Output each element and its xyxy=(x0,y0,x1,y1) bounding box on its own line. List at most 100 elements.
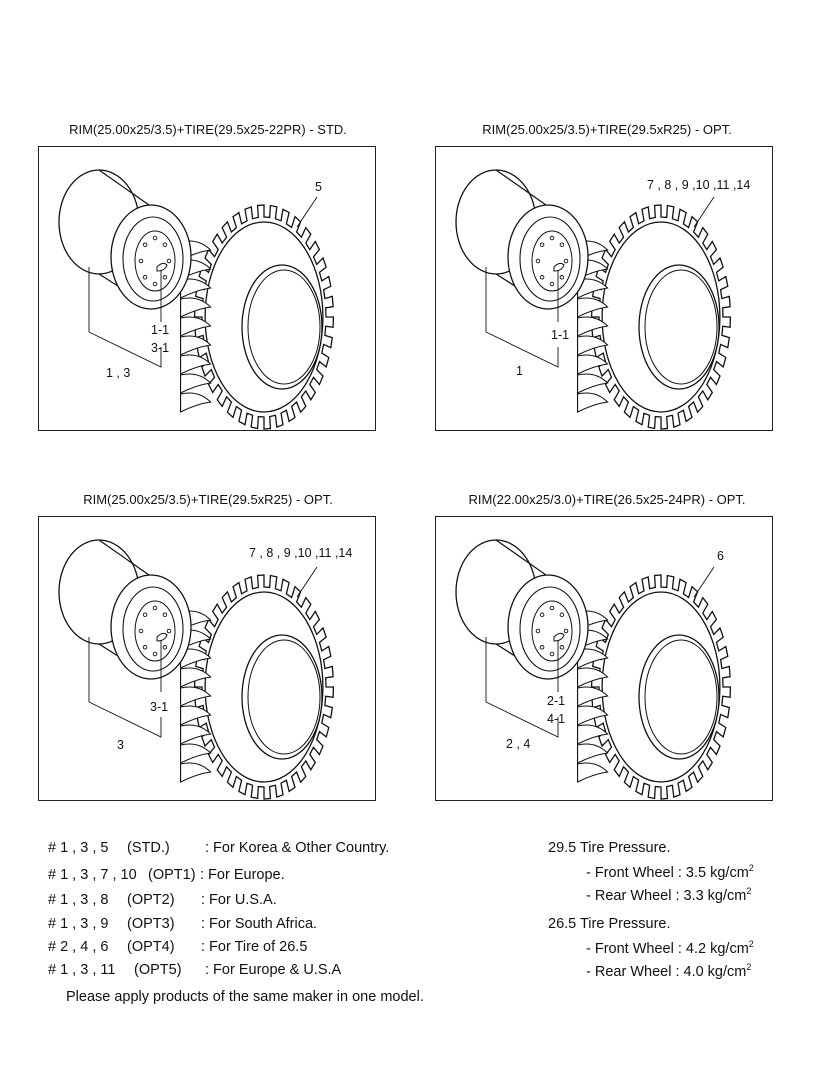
valve-part-label: 3-1 xyxy=(151,341,170,355)
legend-option: (OPT1) xyxy=(148,867,196,883)
rim-leader xyxy=(88,267,162,368)
tire-bead xyxy=(241,634,323,760)
valve-part-label: 1-1 xyxy=(551,328,570,342)
tire-leader xyxy=(296,196,318,228)
rim-bolt-hole xyxy=(539,242,545,247)
rim-leader xyxy=(485,267,559,368)
leader-lines xyxy=(485,196,715,368)
legend-option: (OPT2) xyxy=(127,892,175,908)
rim-bolt-hole xyxy=(549,605,555,611)
legend-row: # 1 , 3 , 5 (STD.) : For Korea & Other C… xyxy=(48,840,488,860)
rim-drawing xyxy=(58,539,192,680)
tire-lug xyxy=(180,762,212,783)
tire-lug xyxy=(180,724,212,745)
rim-leader xyxy=(88,637,162,738)
wheel-assembly-drawing xyxy=(58,539,335,800)
rim-bolt-hole xyxy=(559,612,565,617)
pressure-unit-exponent: 2 xyxy=(746,962,752,972)
rim-bolt-hole xyxy=(535,258,541,264)
pressure-unit-exponent: 2 xyxy=(748,863,754,873)
tire-lug xyxy=(180,335,212,356)
rim-drawing xyxy=(455,539,589,680)
wheel-assembly-drawing xyxy=(455,539,732,800)
tire-bead-inner xyxy=(644,269,718,385)
rim-drawing xyxy=(58,169,192,310)
legend-option: (OPT5) xyxy=(134,962,182,978)
tire-leader xyxy=(693,196,715,228)
legend-code: # 1 , 3 , 11 xyxy=(48,962,116,978)
legend-description: : For Tire of 26.5 xyxy=(201,939,308,955)
pressure-text: - Rear Wheel : 4.0 kg/cm xyxy=(586,964,747,980)
tire-part-label: 7 , 8 , 9 ,10 ,11 ,14 xyxy=(647,178,751,192)
rim-part-label: 1 , 3 xyxy=(106,366,131,380)
rim-bolt-hole xyxy=(138,258,144,264)
tire-lug xyxy=(180,297,212,318)
valve-stem xyxy=(553,632,565,642)
tire-lug xyxy=(180,667,212,688)
rim-bolt-hole xyxy=(539,275,545,280)
rim-bolt-hole xyxy=(142,612,148,617)
rim-drawing xyxy=(455,169,589,310)
rim-disc xyxy=(122,586,184,672)
valve-stem xyxy=(553,262,565,272)
pressure-text: - Front Wheel : 4.2 kg/cm xyxy=(586,941,749,957)
pressure-unit-exponent: 2 xyxy=(746,886,752,896)
rim-hub xyxy=(531,600,573,662)
rim-hub xyxy=(134,600,176,662)
tire-drawing xyxy=(577,204,732,430)
valve-part-label: 3-1 xyxy=(150,700,169,714)
rim-bolt-hole xyxy=(142,645,148,650)
tire-drawing xyxy=(577,574,732,800)
legend-row: # 1 , 3 , 7 , 10 (OPT1) : For Europe. xyxy=(48,867,488,887)
pressure-unit-exponent: 2 xyxy=(748,939,754,949)
legend-description: : For Europe. xyxy=(200,867,285,883)
tire-part-label: 6 xyxy=(717,549,724,563)
legend-description: : For South Africa. xyxy=(201,916,318,932)
tire-leader xyxy=(296,566,318,598)
rim-bolt-hole xyxy=(162,612,168,617)
legend-row: # 2 , 4 , 6 (OPT4) : For Tire of 26.5 xyxy=(48,939,488,959)
rim-bolt-hole xyxy=(166,258,172,264)
tire-lug xyxy=(577,392,609,413)
rim-bolt-hole xyxy=(152,281,158,287)
tire-leader xyxy=(693,566,715,598)
rim-bolt-hole xyxy=(142,242,148,247)
legend-row: # 1 , 3 , 9 (OPT3) : For South Africa. xyxy=(48,916,488,936)
front-wheel-pressure: - Front Wheel : 4.2 kg/cm2 xyxy=(586,939,754,957)
valve-part-label: 2-1 xyxy=(547,694,566,708)
leader-lines xyxy=(485,566,715,738)
panel-title-2: RIM(25.00x25/3.5)+TIRE(29.5xR25) - OPT. xyxy=(482,122,732,137)
tire-lug xyxy=(577,316,609,337)
rim-bolt-hole xyxy=(152,605,158,611)
rim-bolt-hole xyxy=(549,281,555,287)
tire-bead-inner xyxy=(247,639,321,755)
tire-lug xyxy=(577,354,609,375)
pressure-text: - Front Wheel : 3.5 kg/cm xyxy=(586,865,749,881)
legend-option: (OPT4) xyxy=(127,939,175,955)
legend-option: (OPT3) xyxy=(127,916,175,932)
rear-wheel-pressure: - Rear Wheel : 3.3 kg/cm2 xyxy=(586,886,751,904)
tire-lug xyxy=(577,278,609,299)
legend-description: : For U.S.A. xyxy=(201,892,277,908)
tire-lug xyxy=(577,762,609,783)
rim-bolt-hole xyxy=(559,275,565,280)
tire-part-label: 7 , 8 , 9 ,10 ,11 ,14 xyxy=(249,546,353,560)
tire-lug xyxy=(180,743,212,764)
wheel-panel-4: 6 2-1 4-1 2 , 4 xyxy=(435,516,773,801)
tire-lug xyxy=(180,373,212,394)
tire-lug xyxy=(180,686,212,707)
wheel-panel-2: 7 , 8 , 9 ,10 ,11 ,14 1-1 1 xyxy=(435,146,773,431)
panel-title-4: RIM(22.00x25/3.0)+TIRE(26.5x25-24PR) - O… xyxy=(468,492,746,507)
tire-bead xyxy=(638,634,720,760)
tire-lug xyxy=(180,392,212,413)
valve-part-label: 1-1 xyxy=(151,323,170,337)
legend-code: # 1 , 3 , 9 xyxy=(48,916,109,932)
panel-title-1: RIM(25.00x25/3.5)+TIRE(29.5x25-22PR) - S… xyxy=(69,122,347,137)
valve-part-label: 4-1 xyxy=(547,712,566,726)
tire-lug xyxy=(577,667,609,688)
option-legend: # 1 , 3 , 5 (STD.) : For Korea & Other C… xyxy=(48,840,488,990)
rim-bolt-hole xyxy=(539,645,545,650)
rim-disc xyxy=(519,216,581,302)
rim-bolt-hole xyxy=(559,242,565,247)
rim-bolt-hole xyxy=(549,651,555,657)
